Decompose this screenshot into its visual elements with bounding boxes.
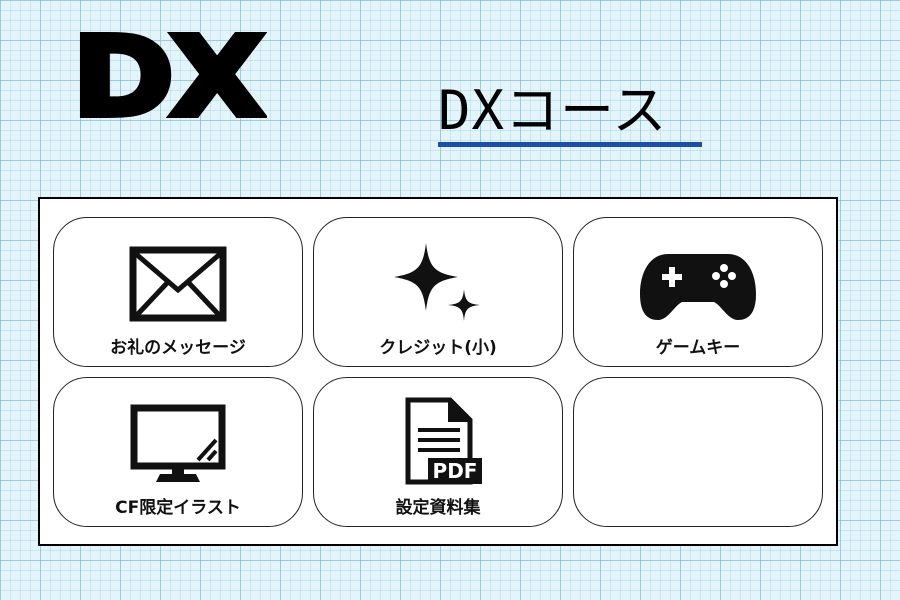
reward-card-illustration: CF限定イラスト bbox=[53, 377, 303, 527]
reward-card-credit: クレジット(小) bbox=[313, 217, 563, 367]
reward-card-settings-book: PDF 設定資料集 bbox=[313, 377, 563, 527]
reward-card-empty bbox=[573, 377, 823, 527]
reward-card-message: お礼のメッセージ bbox=[53, 217, 303, 367]
sparkle-icon bbox=[314, 236, 562, 332]
dx-logo: DX bbox=[69, 13, 269, 141]
reward-label: 設定資料集 bbox=[395, 498, 481, 518]
reward-label: ゲームキー bbox=[655, 338, 741, 358]
pdf-file-icon: PDF bbox=[314, 396, 562, 492]
reward-label: クレジット(小) bbox=[379, 338, 497, 358]
monitor-icon bbox=[54, 396, 302, 492]
course-title-underline bbox=[438, 142, 702, 147]
gamepad-icon bbox=[574, 236, 822, 332]
rewards-panel: お礼のメッセージ クレジット(小) ゲームキー bbox=[38, 197, 838, 546]
pdf-label: PDF bbox=[433, 459, 478, 483]
reward-label: CF限定イラスト bbox=[115, 498, 241, 518]
envelope-icon bbox=[54, 236, 302, 332]
reward-card-game-key: ゲームキー bbox=[573, 217, 823, 367]
course-title-text: DXコース bbox=[438, 79, 668, 142]
reward-label: お礼のメッセージ bbox=[110, 338, 246, 358]
course-title: DXコース bbox=[438, 80, 702, 148]
